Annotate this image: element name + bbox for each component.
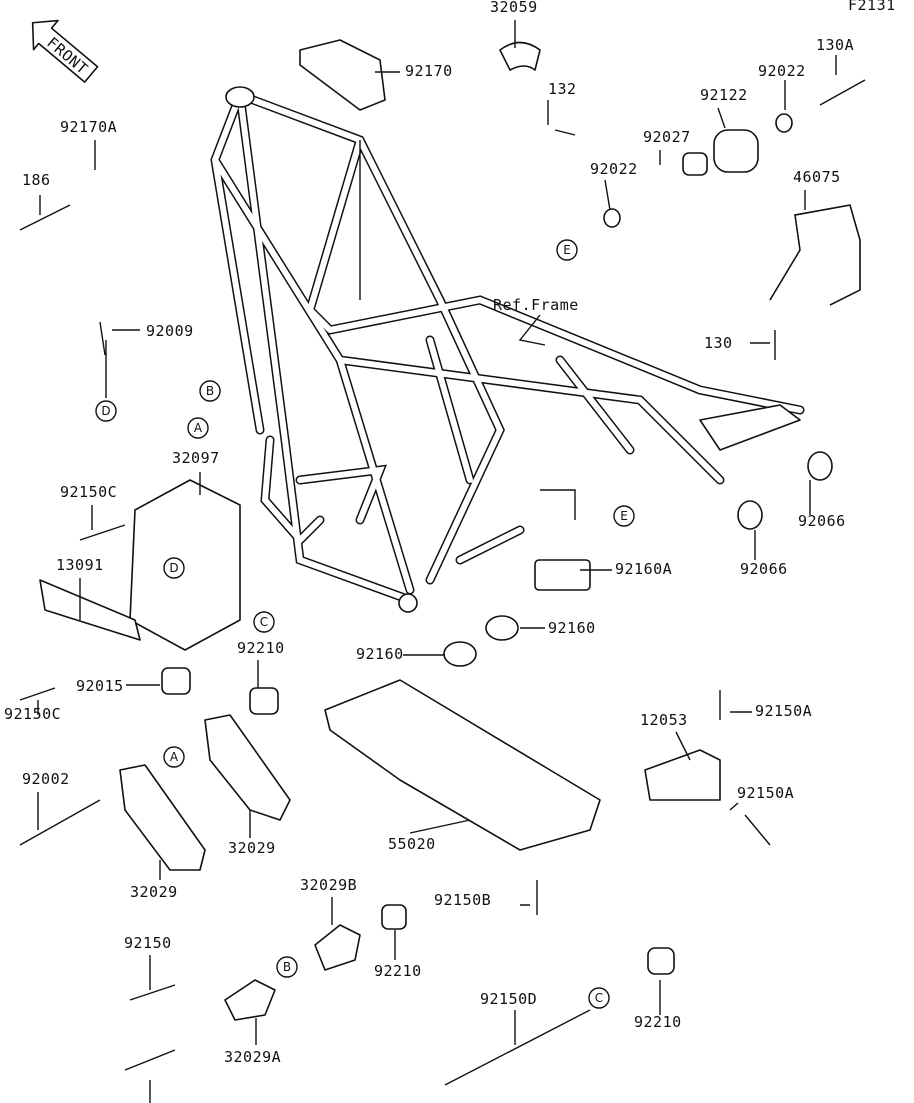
part-label-92210: 92210 <box>634 1013 682 1031</box>
part-55020 <box>324 679 601 851</box>
part-32029B <box>314 924 361 971</box>
part-92122 <box>713 129 759 173</box>
part-label-32097: 32097 <box>172 449 220 467</box>
leader-lines <box>37 20 837 1103</box>
part-label-92027: 92027 <box>643 128 691 146</box>
callout-a: A <box>187 417 209 439</box>
callout-d: D <box>163 557 185 579</box>
frame <box>210 86 805 613</box>
part-12053 <box>644 749 721 801</box>
part-32029A <box>224 979 276 1021</box>
part-label-92150d: 92150D <box>480 990 537 1008</box>
part-32029-b <box>119 764 206 871</box>
part-label-92015: 92015 <box>76 677 124 695</box>
part-label-32029: 32029 <box>130 883 178 901</box>
callout-b: B <box>276 956 298 978</box>
part-label-ref-frame: Ref.Frame <box>493 296 579 314</box>
part-label-55020: 55020 <box>388 835 436 853</box>
svg-text:A: A <box>170 750 179 764</box>
callout-a: A <box>163 746 185 768</box>
callout-d: D <box>95 400 117 422</box>
part-13091 <box>39 579 141 641</box>
part-46075 <box>769 204 861 306</box>
part-label-186: 186 <box>22 171 51 189</box>
part-label-12053: 12053 <box>640 711 688 729</box>
part-label-92150a: 92150A <box>737 784 794 802</box>
part-label-92150c: 92150C <box>60 483 117 501</box>
part-label-92002: 92002 <box>22 770 70 788</box>
part-92027 <box>682 152 708 176</box>
part-label-92150a: 92150A <box>755 702 812 720</box>
svg-text:C: C <box>260 615 268 629</box>
part-number-labels: 3205992170130A920229212213292170A9202792… <box>4 0 854 1066</box>
part-label-92022: 92022 <box>758 62 806 80</box>
part-label-92210: 92210 <box>374 962 422 980</box>
svg-text:E: E <box>563 243 571 257</box>
front-arrow-icon: FRONT <box>31 19 99 83</box>
part-label-130a: 130A <box>816 36 854 54</box>
part-label-92009: 92009 <box>146 322 194 340</box>
part-32097 <box>129 479 241 651</box>
part-label-92160: 92160 <box>356 645 404 663</box>
callout-b: B <box>199 380 221 402</box>
callout-e: E <box>556 239 578 261</box>
svg-text:B: B <box>206 384 214 398</box>
svg-text:D: D <box>169 561 178 575</box>
part-label-92066: 92066 <box>740 560 788 578</box>
part-label-32029a: 32029A <box>224 1048 281 1066</box>
part-label-132: 132 <box>548 80 577 98</box>
part-92170 <box>299 39 386 111</box>
parts <box>19 39 866 1086</box>
callout-e: E <box>613 505 635 527</box>
part-label-32029: 32029 <box>228 839 276 857</box>
part-label-92150: 92150 <box>124 934 172 952</box>
svg-text:E: E <box>620 509 628 523</box>
part-label-92170a: 92170A <box>60 118 117 136</box>
svg-text:B: B <box>283 960 291 974</box>
part-label-92022: 92022 <box>590 160 638 178</box>
part-label-92170: 92170 <box>405 62 453 80</box>
callout-c: C <box>588 987 610 1009</box>
part-label-32059: 32059 <box>490 0 538 16</box>
part-label-130: 130 <box>704 334 733 352</box>
svg-text:A: A <box>194 421 203 435</box>
part-label-92160: 92160 <box>548 619 596 637</box>
part-92160A <box>534 559 591 591</box>
part-label-46075: 46075 <box>793 168 841 186</box>
part-label-92160a: 92160A <box>615 560 672 578</box>
diagram-code: F2131 <box>848 0 896 14</box>
part-label-13091: 13091 <box>56 556 104 574</box>
svg-text:D: D <box>101 404 110 418</box>
part-label-92150c: 92150C <box>4 705 61 723</box>
part-label-92150b: 92150B <box>434 891 491 909</box>
svg-text:C: C <box>595 991 603 1005</box>
part-label-92210: 92210 <box>237 639 285 657</box>
callout-c: C <box>253 611 275 633</box>
part-label-92122: 92122 <box>700 86 748 104</box>
part-32059 <box>499 41 541 71</box>
part-32029-a <box>204 714 291 821</box>
part-label-92066: 92066 <box>798 512 846 530</box>
callout-markers: B A D E E C D A B C <box>95 239 635 1009</box>
part-label-32029b: 32029B <box>300 876 357 894</box>
